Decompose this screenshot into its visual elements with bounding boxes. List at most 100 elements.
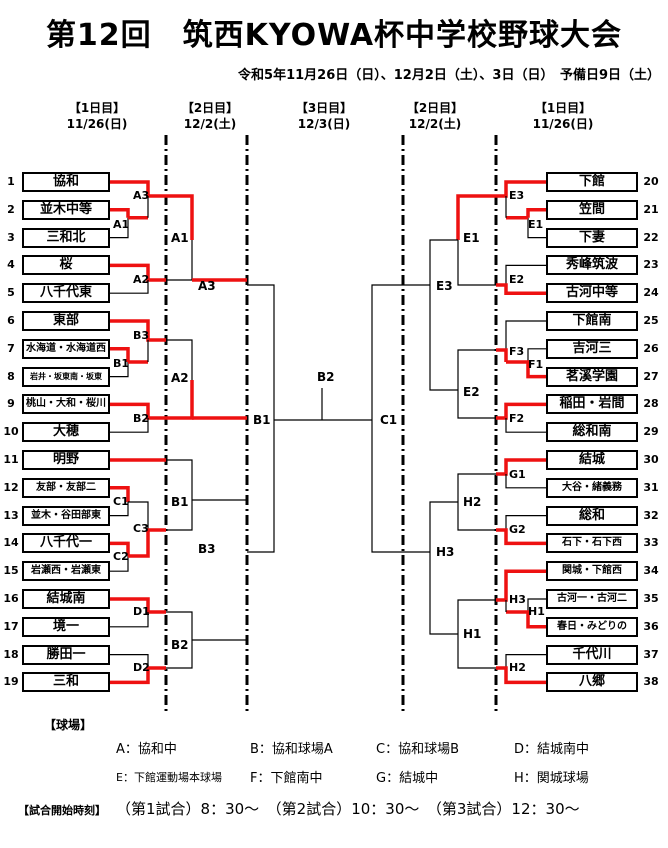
team-number: 18 (3, 647, 19, 661)
match-label: E3 (436, 279, 453, 293)
team-box: 下館南 (546, 311, 638, 331)
team-box: 総和南 (546, 422, 638, 443)
bracket-line (110, 653, 149, 668)
winner-path (526, 208, 546, 218)
winner-path (110, 541, 130, 556)
winner-path (110, 208, 130, 218)
bracket-line (457, 390, 496, 419)
winner-path (496, 283, 546, 295)
team-box: 三和 (22, 672, 110, 693)
team-number: 28 (643, 397, 659, 411)
bracket-line (505, 418, 546, 433)
team-box: 桜 (22, 255, 110, 276)
round-date: 11/26(日) (532, 117, 594, 131)
team-number: 9 (7, 397, 15, 411)
bracket-line (110, 280, 149, 294)
round-date: 12/2(土) (408, 117, 462, 131)
winner-path (110, 180, 166, 198)
bracket-line (505, 320, 546, 350)
bracket-line (429, 501, 458, 552)
match-label: H3 (436, 545, 455, 559)
bracket-line (527, 348, 546, 362)
round-label: 【2日目】 (406, 101, 464, 115)
match-label: C2 (113, 550, 129, 563)
team-number: 22 (643, 230, 659, 244)
match-label: A2 (171, 371, 189, 385)
schedule-dates: 令和5年11月26日（日）、12月2日（土）、3日（日） 予備日9日（土） (238, 68, 660, 83)
team-number: 10 (3, 425, 19, 439)
match-label: H1 (528, 605, 545, 618)
bracket-line (457, 502, 496, 531)
round-date: 12/2(土) (183, 117, 237, 131)
team-box: 八千代一 (22, 533, 110, 554)
bracket-line (457, 473, 496, 502)
winner-path (496, 528, 546, 546)
bracket-line (429, 239, 458, 285)
team-box: 大谷・緒義務 (546, 477, 638, 498)
round-label: 【1日目】 (68, 101, 126, 115)
bracket-line (505, 514, 546, 530)
team-number: 35 (643, 592, 659, 605)
team-number: 30 (643, 453, 659, 466)
match-label: B3 (198, 542, 216, 556)
match-label: C1 (113, 495, 129, 508)
team-number: 38 (643, 675, 659, 689)
winner-path (166, 380, 194, 420)
winner-path (496, 666, 546, 685)
team-box: 三和北 (22, 227, 110, 248)
bracket-line (505, 653, 546, 668)
bracket-line (128, 501, 149, 530)
team-box: 総和 (546, 505, 638, 526)
team-number: 17 (3, 619, 19, 633)
team-box: 古河一・古河二 (546, 589, 638, 609)
team-number: 32 (643, 508, 659, 522)
bracket-line (505, 264, 546, 285)
team-number: 27 (643, 369, 659, 383)
winner-path (496, 348, 508, 362)
bracket-line (166, 459, 193, 500)
bracket-line (166, 640, 193, 669)
team-box: 千代川 (546, 644, 638, 665)
match-label: B2 (133, 412, 150, 425)
team-box: 境一 (22, 616, 110, 637)
venue-item: H：関城球場 (514, 771, 589, 786)
team-number: 8 (7, 369, 15, 383)
match-label: F1 (528, 358, 544, 371)
winner-path (110, 597, 166, 614)
bracket-line (527, 217, 546, 239)
bracket-line (429, 285, 458, 391)
match-label: C1 (380, 413, 398, 427)
column-header-left-day1: 【1日目】 11/26(日) (42, 100, 152, 132)
bracket-line (457, 634, 496, 669)
start-times: （第1試合）8：30～ （第2試合）10：30～ （第3試合）12：30～ (116, 800, 580, 818)
match-label: B2 (171, 638, 189, 652)
winner-path (496, 569, 546, 602)
team-box: 並木中等 (22, 199, 110, 220)
match-label: B3 (133, 329, 150, 342)
winner-path (166, 194, 194, 240)
round-label: 【3日目】 (295, 101, 353, 115)
team-number: 5 (7, 286, 15, 300)
winner-path (496, 458, 546, 476)
round-date: 11/26(日) (66, 117, 128, 131)
winner-path (110, 666, 166, 685)
team-box: 春日・みどりの (546, 616, 638, 637)
team-number: 7 (7, 341, 15, 355)
match-label: E1 (528, 218, 544, 231)
bracket-line (110, 217, 129, 239)
match-label: A1 (113, 218, 130, 231)
winner-path (110, 319, 166, 342)
team-box: 秀峰筑波 (546, 255, 638, 276)
bracket-line (527, 598, 546, 612)
team-box: 勝田一 (22, 644, 110, 665)
team-number: 6 (7, 314, 15, 327)
team-box: 稲田・岩間 (546, 394, 638, 415)
team-box: 水海道・水海道西 (22, 338, 110, 359)
team-number: 2 (7, 202, 15, 216)
column-header-left-day2: 【2日目】 12/2(土) (155, 100, 265, 132)
team-box: 茗溪学園 (546, 366, 638, 387)
bracket-line (166, 240, 193, 281)
team-number: 37 (643, 647, 659, 661)
team-number: 20 (643, 175, 659, 188)
